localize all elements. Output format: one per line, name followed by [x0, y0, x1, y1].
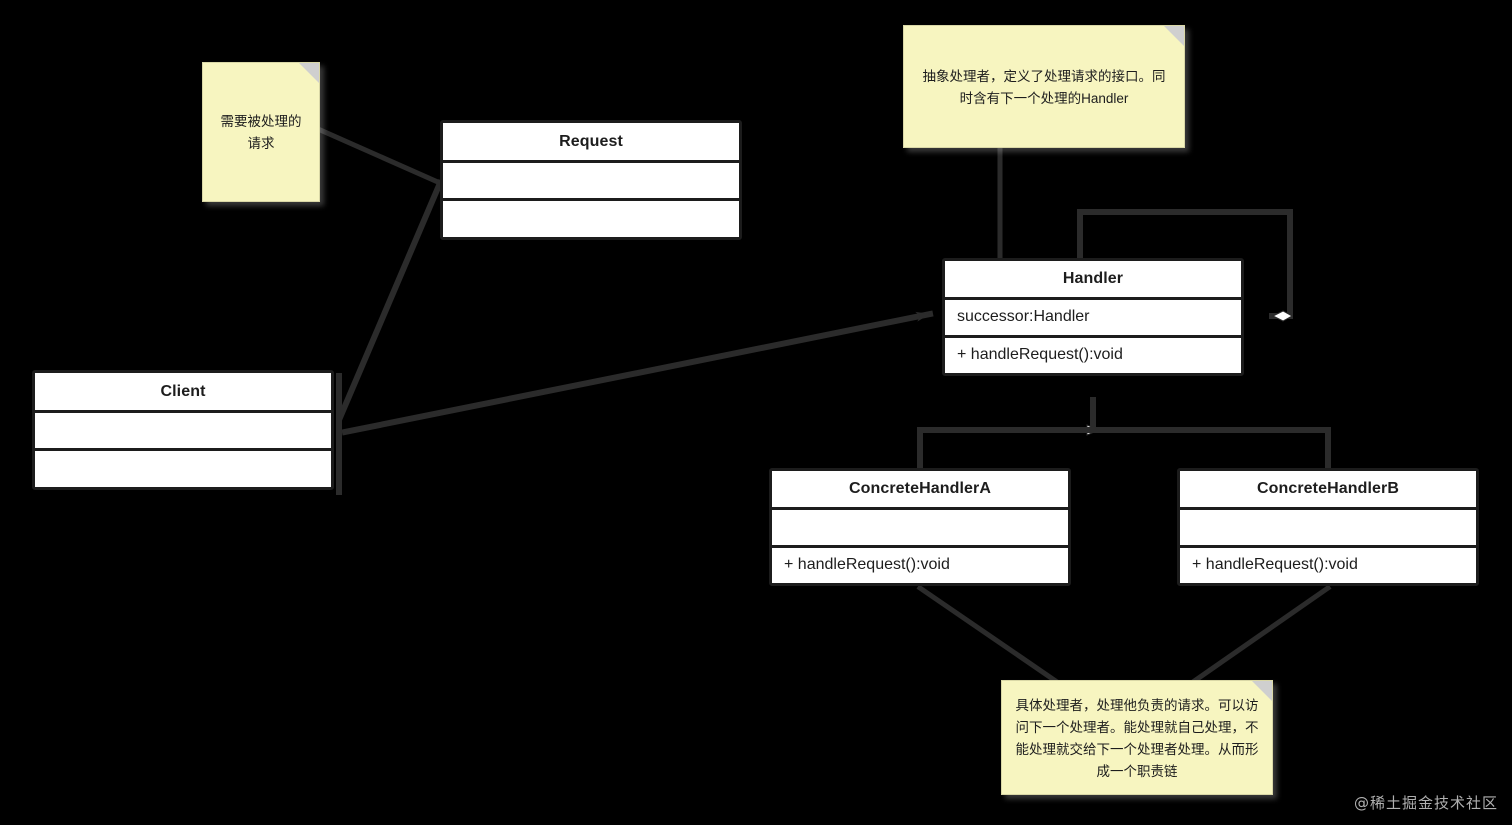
class-box-handler[interactable]: Handler successor:Handler + handleReques…	[942, 258, 1244, 376]
class-name-request: Request	[443, 123, 739, 163]
note-handler-text: 抽象处理者，定义了处理请求的接口。同时含有下一个处理的Handler	[922, 68, 1166, 106]
note-concrete-handlers[interactable]: 具体处理者，处理他负责的请求。可以访问下一个处理者。能处理就自己处理，不能处理就…	[1001, 680, 1273, 795]
class-operations-concrete-handler-a: + handleRequest():void	[772, 547, 1068, 583]
class-operations-request	[443, 201, 739, 237]
class-operations-handler: + handleRequest():void	[945, 337, 1241, 373]
class-name-client: Client	[35, 373, 331, 413]
note-anchor-request	[314, 125, 444, 187]
class-box-concrete-handler-b[interactable]: ConcreteHandlerB + handleRequest():void	[1177, 468, 1479, 586]
note-handler[interactable]: 抽象处理者，定义了处理请求的接口。同时含有下一个处理的Handler	[903, 25, 1185, 148]
note-anchor-concrete-b	[1186, 584, 1332, 688]
class-operations-concrete-handler-b: + handleRequest():void	[1180, 547, 1476, 583]
class-box-concrete-handler-a[interactable]: ConcreteHandlerA + handleRequest():void	[769, 468, 1071, 586]
note-request-text: 需要被处理的请求	[220, 114, 302, 151]
note-concrete-handlers-text: 具体处理者，处理他负责的请求。可以访问下一个处理者。能处理就自己处理，不能处理就…	[1015, 697, 1259, 779]
note-fold-icon	[299, 63, 319, 83]
class-box-client[interactable]: Client	[32, 370, 334, 490]
class-attributes-concrete-handler-a	[772, 510, 1068, 548]
class-name-concrete-handler-a: ConcreteHandlerA	[772, 471, 1068, 511]
note-anchor-concrete-a	[916, 584, 1064, 688]
class-attributes-request	[443, 163, 739, 201]
class-attributes-handler: successor:Handler	[945, 300, 1241, 338]
class-name-handler: Handler	[945, 261, 1241, 301]
edge-client-request	[336, 179, 444, 427]
note-fold-icon	[1164, 26, 1184, 46]
edge-client-handler	[341, 310, 934, 436]
note-request[interactable]: 需要被处理的请求	[202, 62, 320, 202]
class-box-request[interactable]: Request	[440, 120, 742, 240]
watermark: @稀土掘金技术社区	[1353, 794, 1498, 812]
gen-tree	[917, 427, 1331, 470]
class-name-concrete-handler-b: ConcreteHandlerB	[1180, 471, 1476, 511]
class-attributes-concrete-handler-b	[1180, 510, 1476, 548]
class-attributes-client	[35, 413, 331, 451]
class-operations-client	[35, 451, 331, 487]
